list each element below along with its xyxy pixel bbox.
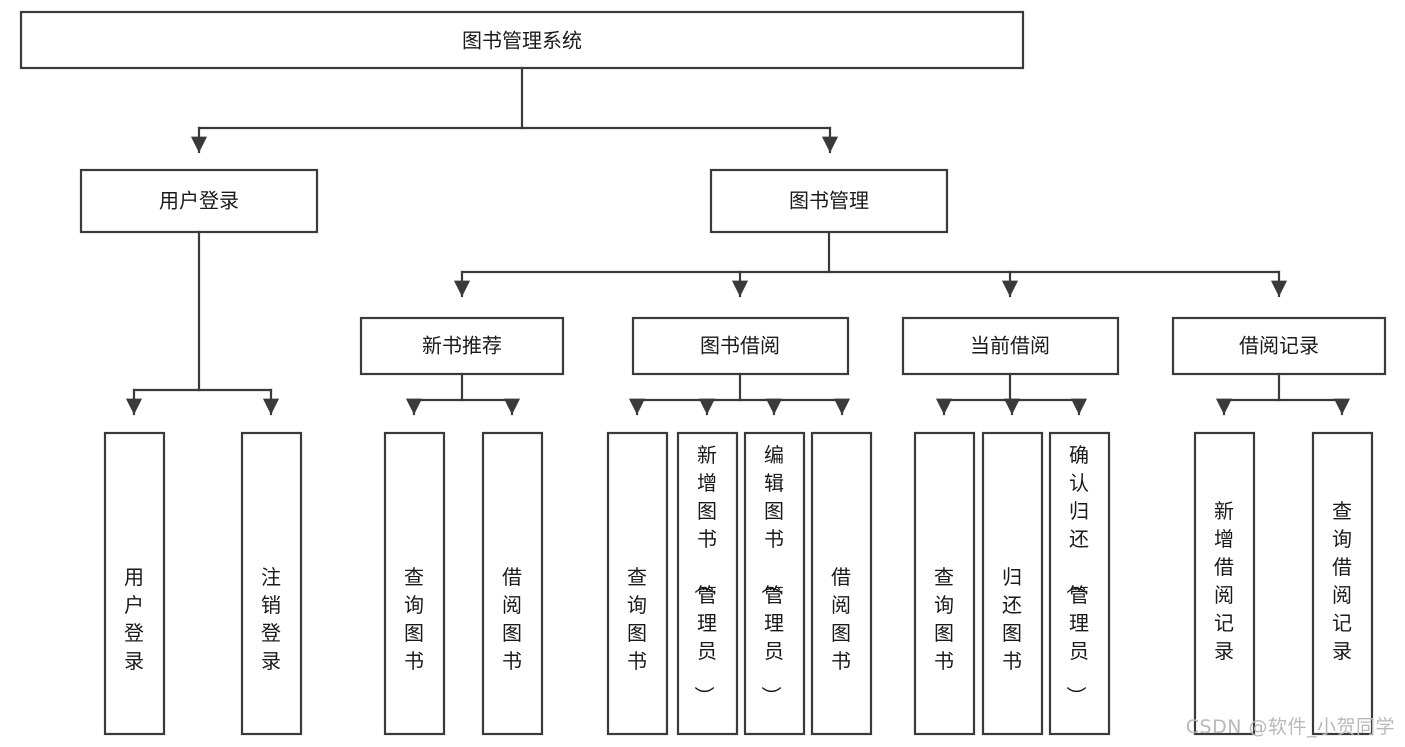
leaf-add-book-label: 新增图书（管理员） [692, 443, 717, 706]
node-current-borrow[interactable]: 当前借阅 [901, 316, 1120, 376]
leaf-query-record[interactable]: 查询借阅记录 [1311, 431, 1374, 736]
user-login-label: 用户登录 [159, 189, 239, 213]
leaf-edit-book-label: 编辑图书（管理员） [759, 443, 784, 706]
leaf-query-book-2-label: 查询图书 [627, 565, 647, 673]
leaf-confirm-return-box[interactable] [1048, 431, 1111, 736]
leaf-query-book-1[interactable]: 查询图书 [383, 431, 446, 736]
leaf-borrow-book-1-label: 借阅图书 [502, 565, 522, 673]
node-book-manage[interactable]: 图书管理 [709, 168, 949, 234]
leaf-query-book-3-label: 查询图书 [934, 565, 954, 673]
leaf-confirm-return[interactable]: 确认归还（管理员） [1048, 431, 1111, 736]
current-borrow-label: 当前借阅 [970, 334, 1050, 358]
connector-new-book-recommend-to-leaves [405, 372, 521, 416]
leaf-query-book-1-box[interactable] [383, 431, 446, 736]
leaf-user-login[interactable]: 用户登录 [103, 431, 166, 736]
leaf-borrow-book-2-box[interactable] [810, 431, 873, 736]
connector-book-borrow-to-leaves [628, 372, 851, 416]
leaf-add-record-box[interactable] [1193, 431, 1256, 736]
leaf-add-book[interactable]: 新增图书（管理员） [676, 431, 739, 736]
leaf-borrow-book-2[interactable]: 借阅图书 [810, 431, 873, 736]
connector-user-login-to-leaves [125, 230, 280, 416]
leaf-borrow-book-2-label: 借阅图书 [831, 565, 851, 673]
leaf-return-book[interactable]: 归还图书 [981, 431, 1044, 736]
connector-root-to-level2 [190, 66, 839, 154]
leaf-return-book-box[interactable] [981, 431, 1044, 736]
leaf-logout-login[interactable]: 注销登录 [240, 431, 303, 736]
leaf-borrow-book-1[interactable]: 借阅图书 [481, 431, 544, 736]
node-new-book-recommend[interactable]: 新书推荐 [359, 316, 565, 376]
leaf-add-record[interactable]: 新增借阅记录 [1193, 431, 1256, 736]
new-book-recommend-box[interactable] [359, 316, 565, 376]
leaf-query-book-3[interactable]: 查询图书 [913, 431, 976, 736]
book-manage-label: 图书管理 [789, 189, 869, 213]
leaf-query-book-1-label: 查询图书 [404, 565, 424, 673]
root-label: 图书管理系统 [462, 29, 582, 53]
current-borrow-box[interactable] [901, 316, 1120, 376]
leaf-query-book-2-box[interactable] [606, 431, 669, 736]
new-book-recommend-label: 新书推荐 [422, 334, 502, 358]
leaf-logout-login-label: 注销登录 [261, 565, 281, 673]
leaf-confirm-return-label: 确认归还（管理员） [1064, 443, 1089, 706]
leaf-return-book-label: 归还图书 [1002, 565, 1022, 673]
node-borrow-record[interactable]: 借阅记录 [1171, 316, 1387, 376]
leaf-edit-book[interactable]: 编辑图书（管理员） [743, 431, 806, 736]
node-root[interactable]: 图书管理系统 [19, 10, 1025, 70]
leaf-query-book-2[interactable]: 查询图书 [606, 431, 669, 736]
leaf-add-record-label: 新增借阅记录 [1214, 499, 1234, 663]
connector-book-manage-to-level3 [453, 230, 1288, 298]
leaf-query-record-box[interactable] [1311, 431, 1374, 736]
root-box[interactable] [19, 10, 1025, 70]
node-user-login[interactable]: 用户登录 [79, 168, 319, 234]
connector-borrow-record-to-leaves [1215, 372, 1351, 416]
leaf-query-book-3-box[interactable] [913, 431, 976, 736]
leaf-user-login-label: 用户登录 [124, 565, 144, 673]
leaf-add-book-box[interactable] [676, 431, 739, 736]
leaf-borrow-book-1-box[interactable] [481, 431, 544, 736]
book-borrow-label: 图书借阅 [700, 334, 780, 358]
user-login-box[interactable] [79, 168, 319, 234]
leaf-user-login-box[interactable] [103, 431, 166, 736]
leaf-query-record-label: 查询借阅记录 [1332, 499, 1352, 663]
borrow-record-label: 借阅记录 [1239, 334, 1319, 358]
leaf-edit-book-box[interactable] [743, 431, 806, 736]
node-book-borrow[interactable]: 图书借阅 [631, 316, 850, 376]
leaf-logout-login-box[interactable] [240, 431, 303, 736]
connector-current-borrow-to-leaves [935, 372, 1088, 416]
